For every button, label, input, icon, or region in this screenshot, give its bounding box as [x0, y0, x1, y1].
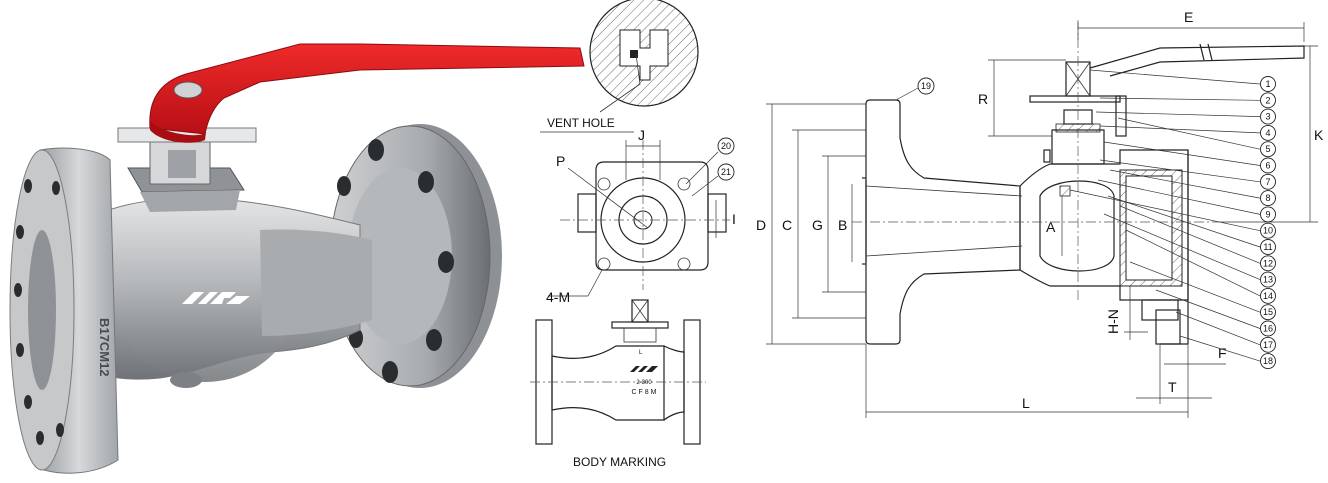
- callout-leader-18: [1179, 335, 1261, 362]
- callout-20: 20: [721, 141, 731, 151]
- body-marking-caption: BODY MARKING: [573, 455, 666, 469]
- callout-16: 16: [1263, 324, 1273, 334]
- callout-circle-6: [1260, 157, 1276, 174]
- callout-circle-17: [1260, 336, 1276, 353]
- callout-leader-10: [1069, 189, 1261, 232]
- callout-13: 13: [1263, 275, 1273, 285]
- callout-3: 3: [1265, 112, 1270, 122]
- callout-circle-15: [1260, 304, 1276, 321]
- callout-circle-9: [1260, 206, 1276, 223]
- callout-circle-14: [1260, 287, 1276, 304]
- dim-i-label: I: [732, 211, 736, 227]
- callout-12: 12: [1263, 258, 1273, 268]
- callout-circle-11: [1260, 239, 1276, 255]
- marking-plate-logo-icon: [630, 366, 658, 372]
- callout-leader-11: [1107, 195, 1261, 248]
- callout-leader-13: [1103, 213, 1261, 280]
- dim-k-label: K: [1314, 127, 1324, 143]
- dim-d-label: D: [756, 217, 766, 233]
- dim-l-label: L: [1022, 395, 1030, 411]
- callout-leader-5: [1117, 117, 1261, 150]
- callout-5: 5: [1265, 144, 1270, 154]
- callout-leader-15: [1129, 261, 1261, 313]
- plate-line-2: C F 8 M: [632, 389, 657, 396]
- callout-leader-2: [1099, 97, 1261, 101]
- callout-leader-1: [1089, 69, 1261, 85]
- ball-valve-photo-icon: B17CM12: [9, 43, 585, 474]
- callout-circle-2: [1260, 92, 1276, 109]
- callout-leader-14: [1125, 229, 1261, 297]
- dim-a-label: A: [1046, 219, 1056, 235]
- dim-4m-label: 4-M: [546, 289, 570, 305]
- callout-circle-7: [1260, 173, 1276, 190]
- callout-7: 7: [1265, 177, 1270, 187]
- callout-15: 15: [1263, 307, 1273, 317]
- callout-leader-3: [1095, 111, 1261, 117]
- vent-hole-label: VENT HOLE: [547, 116, 615, 130]
- callout-2: 2: [1265, 95, 1270, 105]
- callout-circle-4: [1260, 124, 1276, 141]
- callout-circle-16: [1260, 320, 1276, 337]
- stem-tag: L: [639, 350, 643, 356]
- top-view-drawing: J P I 4-M 20 21: [546, 127, 736, 305]
- dim-g-label: G: [812, 217, 823, 233]
- callout-leader-16: [1155, 289, 1261, 329]
- dim-b-label: B: [838, 217, 847, 233]
- callout-circle-12: [1260, 255, 1276, 272]
- callout-leader-7: [1099, 159, 1261, 183]
- plate-line-1: 2-300: [636, 380, 652, 386]
- callout-leader-4: [1099, 125, 1261, 134]
- callout-circle-1: [1260, 76, 1276, 92]
- dim-c-label: C: [782, 217, 792, 233]
- brand-logo-icon: [182, 292, 250, 304]
- body-marking-view: L 2-300 C F 8 M BODY MARKING: [530, 299, 706, 469]
- dim-hn-label: H-N: [1105, 309, 1121, 334]
- callout-leader-17: [1175, 311, 1261, 346]
- callout-1: 1: [1265, 79, 1270, 89]
- callout-11: 11: [1263, 242, 1272, 252]
- callout-18: 18: [1263, 356, 1273, 366]
- callout-circle-8: [1260, 190, 1276, 207]
- callout-circle-13: [1260, 271, 1276, 288]
- callout-6: 6: [1265, 161, 1270, 171]
- callout-leader-9: [1097, 179, 1261, 215]
- callout-leader-6: [1103, 141, 1261, 166]
- dim-r-label: R: [978, 91, 988, 107]
- callout-leader-8: [1109, 169, 1261, 199]
- callout-8: 8: [1265, 193, 1270, 203]
- callout-17: 17: [1263, 340, 1273, 350]
- callout-19: 19: [921, 81, 931, 91]
- callout-14: 14: [1263, 291, 1273, 301]
- body-cast-marking: B17CM12: [97, 318, 112, 377]
- callout-circle-3: [1260, 108, 1276, 125]
- callout-leader-12: [1119, 205, 1261, 264]
- vent-hole-detail: VENT HOLE: [540, 0, 699, 133]
- callout-9: 9: [1265, 209, 1270, 219]
- callout-4: 4: [1265, 128, 1270, 138]
- dim-t-label: T: [1168, 379, 1177, 395]
- callout-21: 21: [721, 167, 731, 177]
- callout-10: 10: [1263, 226, 1273, 236]
- dim-j-label: J: [638, 127, 645, 143]
- callout-circle-18: [1260, 353, 1276, 370]
- dim-p-label: P: [556, 153, 565, 169]
- dim-e-label: E: [1184, 9, 1193, 25]
- callout-circle-10: [1260, 222, 1276, 239]
- section-view-drawing: D C G B A E K R L T F: [756, 9, 1324, 418]
- callout-circle-5: [1260, 141, 1276, 158]
- dim-f-label: F: [1218, 345, 1227, 361]
